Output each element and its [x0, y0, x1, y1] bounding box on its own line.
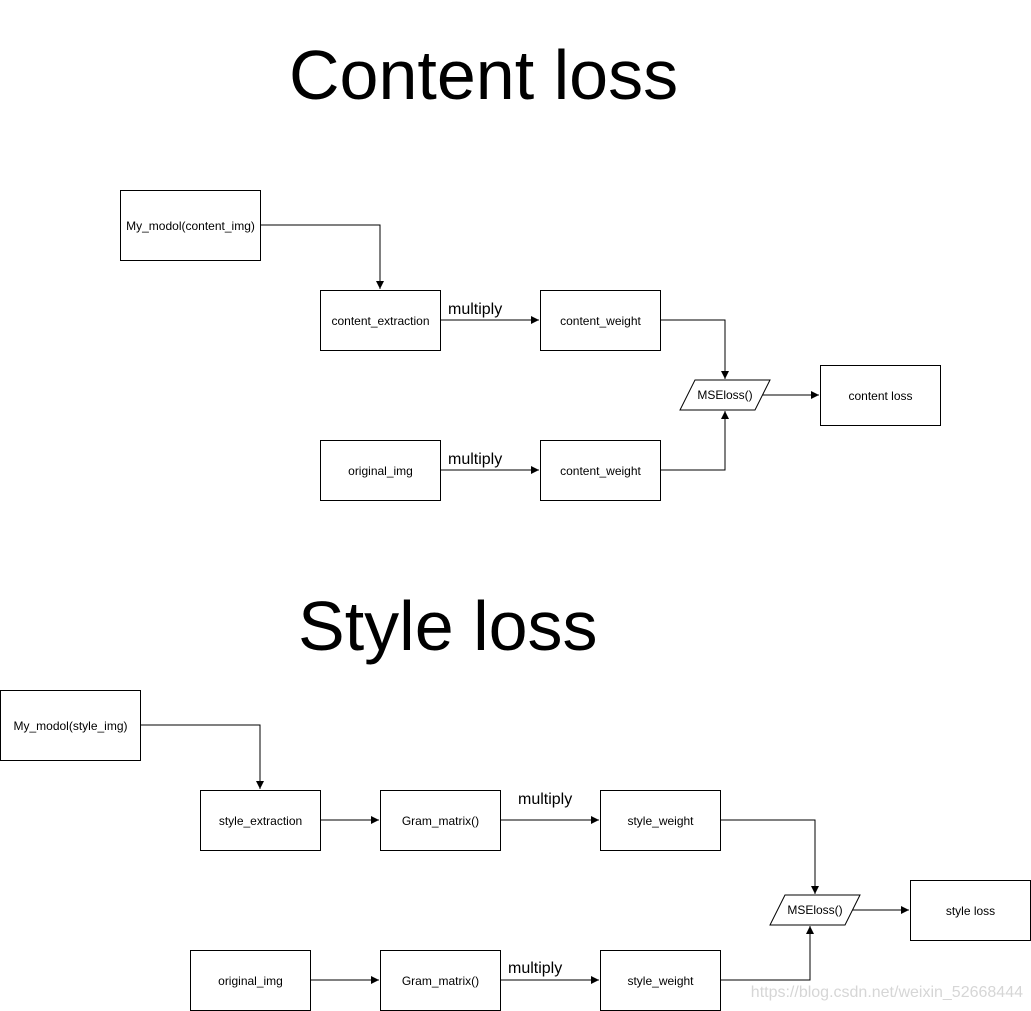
content-weight-bottom-label: content_weight [560, 463, 641, 478]
style-weight-bottom-node: style_weight [600, 950, 721, 1011]
style-multiply-top-label: multiply [518, 791, 573, 808]
style-gram-bottom-label: Gram_matrix() [401, 973, 480, 988]
edge-style-weight-top-to-mse [720, 819, 819, 894]
style-mse-node-shape [769, 894, 861, 926]
edge-style-model-to-extraction [140, 724, 264, 789]
style-weight-top-label: style_weight [627, 813, 694, 828]
style-extraction-label: style_extraction [218, 813, 303, 828]
style-extraction-node: style_extraction [200, 790, 321, 851]
edge-weight-bottom-to-mse [660, 411, 729, 471]
style-weight-top-node: style_weight [600, 790, 721, 851]
content-multiply-top-label: multiply [448, 301, 503, 318]
content-mse-node-shape [679, 379, 771, 411]
style-mse-label: MSEloss() [787, 903, 843, 917]
content-model-node: My_modol(content_img) [120, 190, 261, 261]
edge-weight-top-to-mse [660, 319, 729, 379]
style-gram-top-label: Gram_matrix() [401, 813, 480, 828]
content-extraction-label: content_extraction [331, 313, 430, 328]
style-result-node: style loss [910, 880, 1031, 941]
style-weight-bottom-label: style_weight [627, 973, 694, 988]
content-result-label: content loss [848, 388, 913, 403]
style-gram-bottom-node: Gram_matrix() [380, 950, 501, 1011]
style-multiply-bottom-label: multiply [508, 960, 563, 977]
style-original-node: original_img [190, 950, 311, 1011]
content-model-label: My_modol(content_img) [126, 218, 255, 233]
content-weight-top-label: content_weight [560, 313, 641, 328]
watermark-text: https://blog.csdn.net/weixin_52668444 [750, 984, 1023, 1001]
style-model-node: My_modol(style_img) [0, 690, 141, 761]
style-original-label: original_img [218, 973, 283, 988]
content-original-node: original_img [320, 440, 441, 501]
edge-style-weight-bottom-to-mse [720, 926, 814, 981]
content-extraction-node: content_extraction [320, 290, 441, 351]
edge-model-to-extraction [260, 224, 384, 289]
content-result-node: content loss [820, 365, 941, 426]
style-result-label: style loss [945, 903, 996, 918]
content-loss-title: Content loss [289, 36, 679, 114]
content-weight-bottom-node: content_weight [540, 440, 661, 501]
style-model-label: My_modol(style_img) [13, 718, 128, 733]
content-multiply-bottom-label: multiply [448, 451, 503, 468]
content-original-label: original_img [348, 463, 413, 478]
style-gram-top-node: Gram_matrix() [380, 790, 501, 851]
content-mse-label: MSEloss() [697, 388, 753, 402]
style-loss-title: Style loss [298, 587, 598, 665]
content-weight-top-node: content_weight [540, 290, 661, 351]
